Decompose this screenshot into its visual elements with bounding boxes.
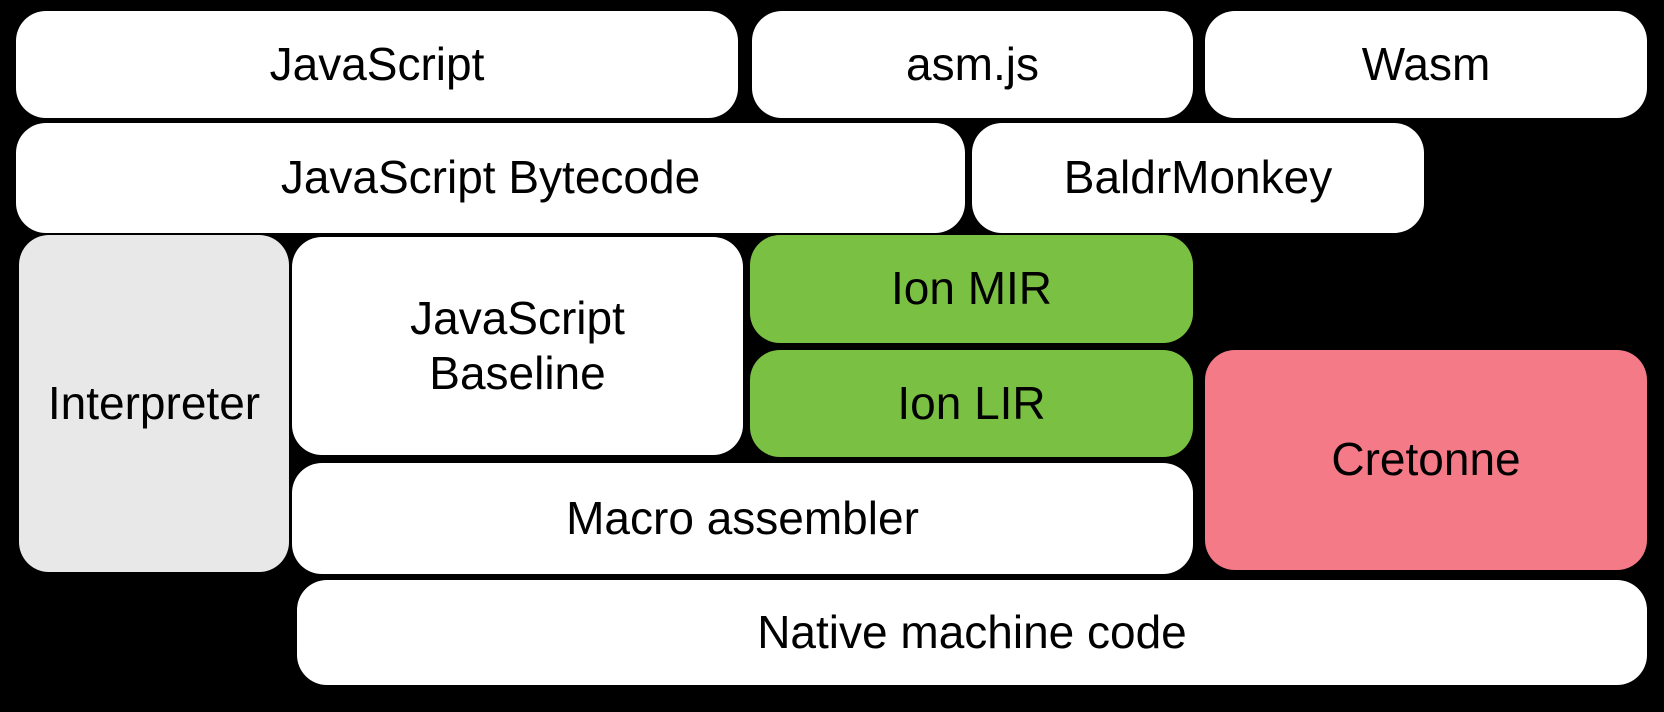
box-wasm: Wasm (1205, 11, 1647, 118)
box-macro-assembler: Macro assembler (292, 463, 1193, 574)
box-asmjs: asm.js (752, 11, 1193, 118)
box-baldrmonkey: BaldrMonkey (972, 123, 1424, 233)
box-ion-lir: Ion LIR (750, 350, 1193, 457)
box-ion-mir: Ion MIR (750, 235, 1193, 343)
box-cretonne: Cretonne (1205, 350, 1647, 570)
box-interpreter: Interpreter (19, 235, 289, 572)
box-javascript: JavaScript (16, 11, 738, 118)
box-javascript-baseline: JavaScript Baseline (292, 237, 743, 455)
box-javascript-bytecode: JavaScript Bytecode (16, 123, 965, 233)
box-native-machine-code: Native machine code (297, 580, 1647, 685)
